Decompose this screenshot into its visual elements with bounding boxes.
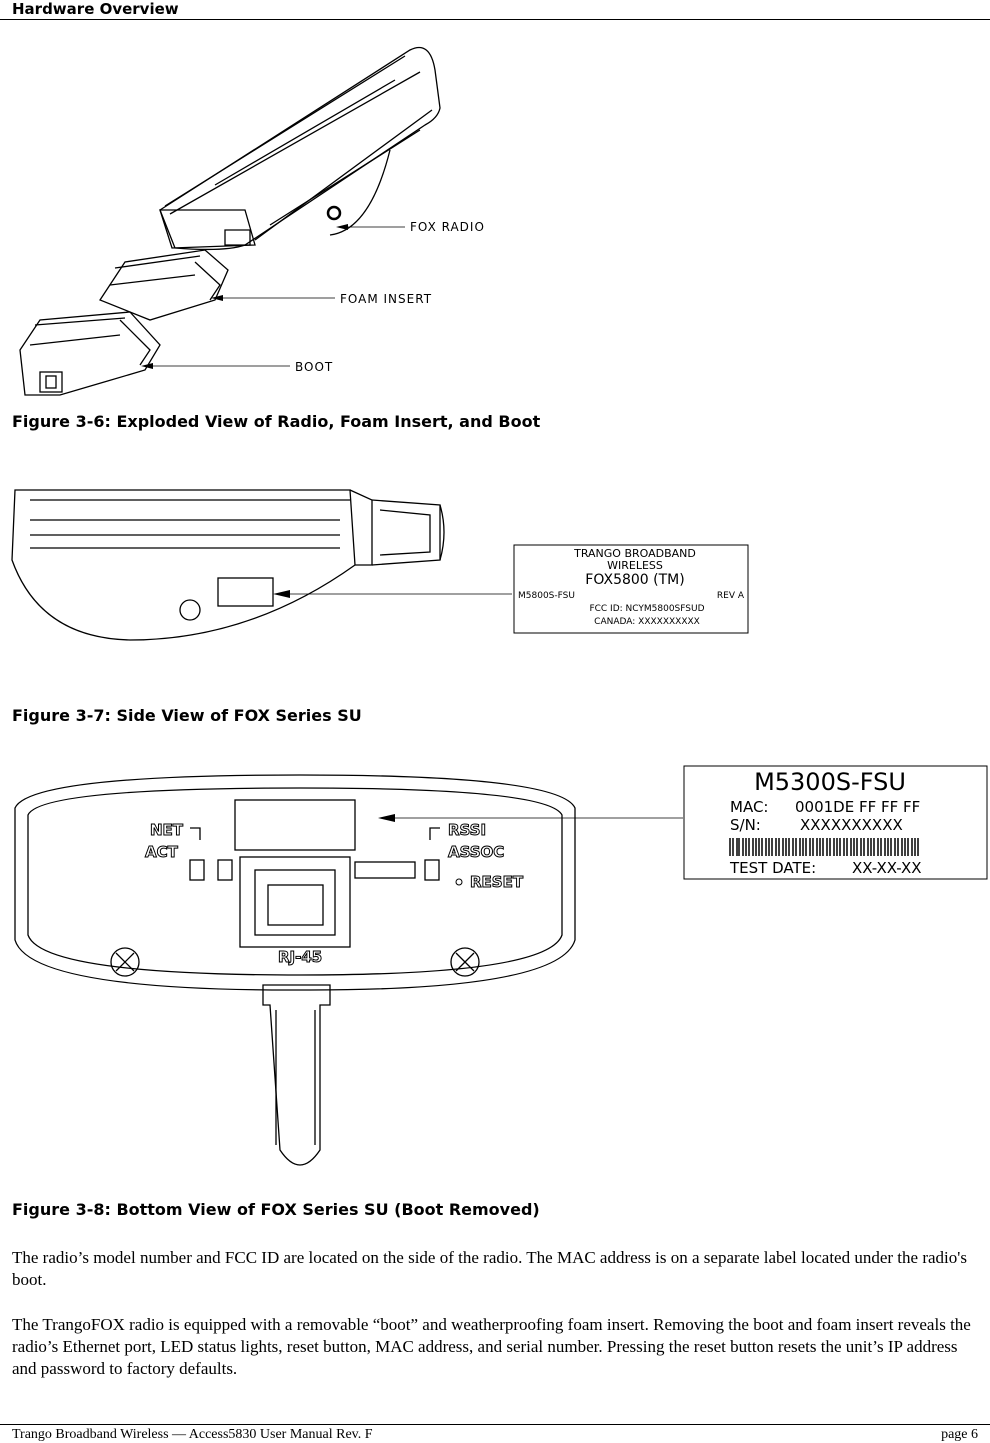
label-brand-line2: WIRELESS <box>607 559 663 572</box>
assoc-led-label: ASSOC <box>448 843 504 861</box>
mac-field-value: 0001DE FF FF FF <box>795 798 920 816</box>
label-fcc-id: FCC ID: NCYM5800SFSUD <box>589 604 704 614</box>
rj45-port-label: RJ-45 <box>278 948 322 966</box>
antenna-stub <box>262 984 331 1166</box>
rssi-led-label: RSSI <box>448 821 486 839</box>
test-date-label: TEST DATE: <box>729 859 816 877</box>
radio-bottom-outline <box>14 774 576 991</box>
bottom-view-figure: NET ACT RSSI ASSOC RESET RJ-45 M5300S-FS… <box>14 765 988 1166</box>
sn-field-value: XXXXXXXXXX <box>800 816 903 834</box>
radio-side-drawing <box>11 489 356 641</box>
mac-label-model: M5300S-FSU <box>754 768 906 796</box>
side-view-figure: TRANGO BROADBAND WIRELESS FOX5800 (TM) M… <box>11 489 749 641</box>
exploded-view-figure: FOX RADIO FOAM INSERT BOOT <box>19 46 485 396</box>
page-header: Hardware Overview <box>0 0 990 20</box>
footer-manual-title: Trango Broadband Wireless — Access5830 U… <box>12 1427 373 1442</box>
boot-label: BOOT <box>295 360 333 374</box>
fcc-label-box <box>513 544 749 634</box>
footer-page-number: page 6 <box>941 1427 978 1442</box>
barcode <box>729 838 919 856</box>
label-product: FOX5800 (TM) <box>585 572 684 588</box>
section-title: Hardware Overview <box>12 0 179 18</box>
act-led-label: ACT <box>145 843 179 861</box>
foam-insert-drawing <box>99 249 229 321</box>
sn-field-label: S/N: <box>730 816 761 834</box>
figure-3-8-caption: Figure 3-8: Bottom View of FOX Series SU… <box>12 1200 540 1219</box>
figure-3-7-caption: Figure 3-7: Side View of FOX Series SU <box>12 706 362 725</box>
page-footer: Trango Broadband Wireless — Access5830 U… <box>0 1424 990 1442</box>
label-brand-line1: TRANGO BROADBAND <box>573 547 696 560</box>
mac-field-label: MAC: <box>730 798 768 816</box>
radio-body-drawing <box>159 46 441 251</box>
label-canada: CANADA: XXXXXXXXXX <box>594 617 700 627</box>
mac-label-box <box>683 765 988 880</box>
fox-radio-label: FOX RADIO <box>410 220 485 234</box>
paragraph-model-fcc: The radio’s model number and FCC ID are … <box>12 1248 967 1289</box>
label-model: M5800S-FSU <box>518 591 575 601</box>
reset-button-label: RESET <box>470 873 524 891</box>
label-rev: REV A <box>717 591 745 601</box>
net-led-label: NET <box>150 821 184 839</box>
boot-drawing <box>19 311 161 396</box>
figure-3-6-caption: Figure 3-6: Exploded View of Radio, Foam… <box>12 412 541 431</box>
test-date-value: XX-XX-XX <box>852 859 922 877</box>
foam-insert-label: FOAM INSERT <box>340 292 432 306</box>
paragraph-boot-foam: The TrangoFOX radio is equipped with a r… <box>12 1315 971 1378</box>
